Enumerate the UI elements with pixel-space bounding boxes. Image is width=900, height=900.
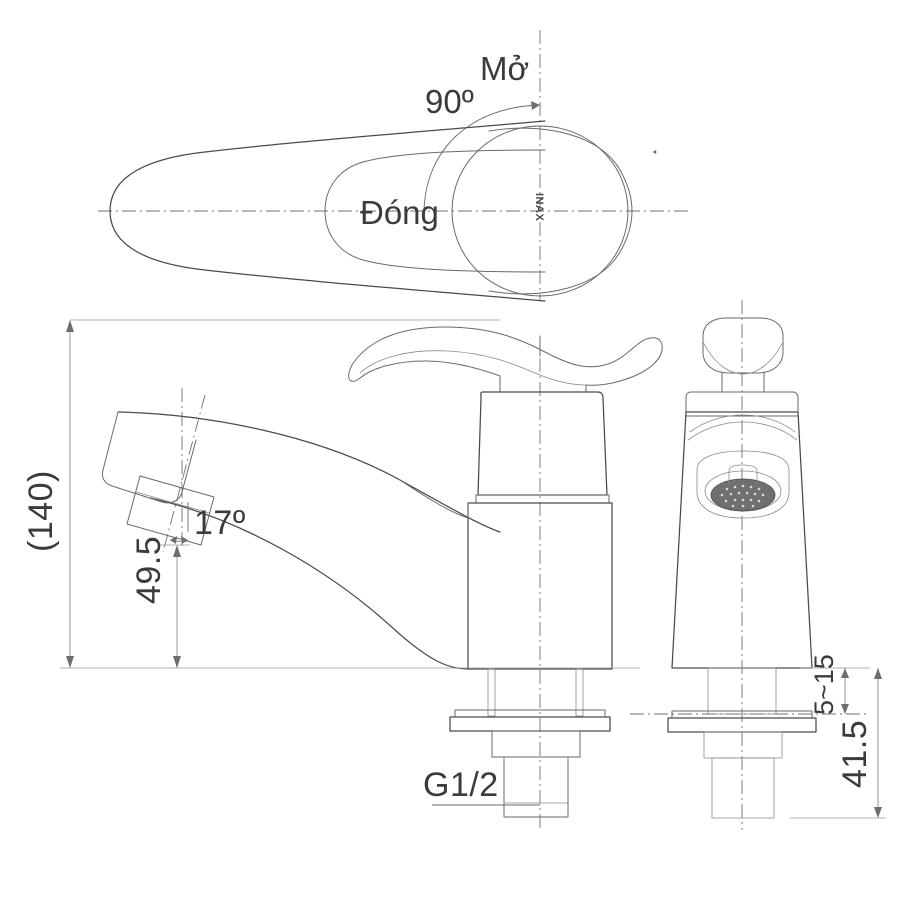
side-aerator-mesh-dots [720, 484, 765, 508]
front-cap-base-ring [475, 494, 610, 504]
front-view: 17º (140) 49.5 G1/2 [22, 319, 663, 830]
label-spout-height: 49.5 [130, 536, 168, 604]
top-view: INAX Mở 90º Đóng [98, 30, 690, 302]
label-overall-height: (140) [22, 470, 60, 552]
label-rotation-angle: 90º [425, 83, 474, 120]
side-lever-knob-curve [702, 341, 784, 375]
side-lever-stem [721, 371, 765, 393]
dim-deck-arrow-bottom [841, 704, 849, 714]
front-hanger-rod-left [487, 668, 496, 717]
dim-deck-arrow-top [841, 668, 849, 678]
lever-hub-outline [324, 149, 546, 273]
angle-17-arrow-right [181, 536, 188, 544]
body-top-outline [488, 127, 633, 295]
front-shank-upper [491, 730, 581, 758]
front-spout-body-junction [399, 479, 469, 519]
brand-logo: INAX [533, 193, 545, 221]
side-aerator-mesh [710, 478, 776, 512]
side-view: 5~15 41.5 [630, 300, 886, 830]
front-spout-tip [101, 411, 197, 504]
nozzle-tilted-axis [162, 394, 206, 553]
label-spout-angle: 17º [194, 504, 246, 542]
side-shank-collar [707, 667, 777, 715]
front-body-block [467, 502, 613, 670]
label-deck-thickness: 5~15 [809, 654, 839, 715]
dim-shank-arrow-top [874, 668, 882, 679]
lever-arm-outline [109, 120, 546, 302]
front-valve-cap [477, 391, 608, 496]
side-body-shoulder-1 [689, 414, 796, 433]
front-threaded-shank [503, 756, 569, 818]
label-open: Mở [480, 50, 529, 87]
side-aerator-recess [696, 450, 790, 519]
front-lever-crease [359, 350, 587, 386]
svg-text:INAX: INAX [533, 193, 545, 221]
front-hanger-rod-right [575, 668, 584, 717]
side-lever-knob [702, 317, 784, 374]
label-shank-length-group: 41.5 [836, 720, 874, 788]
side-body-shoulder-2 [687, 421, 798, 441]
label-close: Đóng [360, 194, 439, 231]
side-aerator-nipple [728, 464, 758, 486]
front-aerator-collar-line [135, 491, 210, 514]
dim-spout-height-arrow-top [173, 545, 181, 557]
valve-cap-circle [451, 125, 629, 297]
label-overall-height-group: (140) [22, 470, 60, 552]
dim-overall-height-arrow-top [66, 320, 74, 332]
dim-spout-height-arrow-bottom [173, 656, 181, 668]
label-shank-length: 41.5 [836, 720, 874, 788]
dim-overall-height-arrow-bottom [66, 656, 74, 668]
label-thread-size: G1/2 [423, 766, 499, 804]
dim-shank-arrow-bottom [874, 807, 882, 818]
front-aerator-collar [126, 475, 215, 546]
registration-dot [653, 150, 657, 154]
front-spout-lower [149, 497, 469, 670]
angle-17-arrow-left [170, 536, 177, 544]
rotation-arc-90 [423, 104, 541, 213]
side-shank-upper [703, 731, 783, 759]
rotation-arc-arrowhead [531, 101, 540, 110]
label-deck-thickness-group: 5~15 [809, 654, 839, 715]
front-mounting-washer [449, 716, 611, 732]
side-threaded-shank [711, 757, 775, 819]
label-spout-height-group: 49.5 [130, 536, 168, 604]
front-spout-upper [117, 411, 501, 533]
front-lever-outline [348, 326, 663, 393]
